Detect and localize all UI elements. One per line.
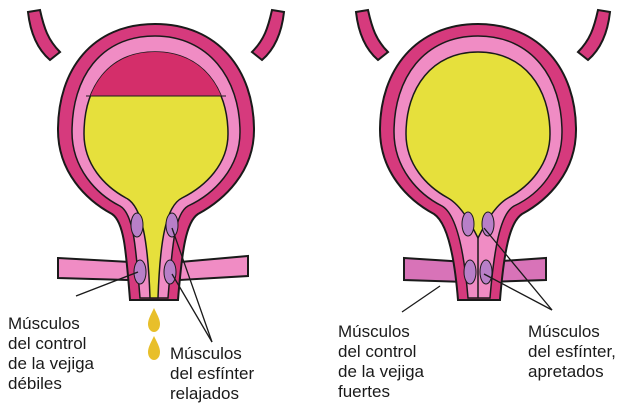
left-sphincter-upper-left bbox=[131, 213, 143, 237]
bladder-weak-icon bbox=[28, 10, 284, 360]
tight-sphincter-label-line-2: del esfínter, bbox=[528, 342, 616, 362]
strong-muscles-label-line-2: del control bbox=[338, 342, 424, 362]
weak-muscles-label-line-1: Músculos bbox=[8, 314, 94, 334]
strong-muscles-label-line-1: Músculos bbox=[338, 322, 424, 342]
relaxed-sphincter-label-line-1: Músculos bbox=[170, 344, 254, 364]
weak-muscles-label-line-4: débiles bbox=[8, 374, 94, 394]
right-strong-leader bbox=[402, 286, 440, 312]
left-pelvic-bar-left bbox=[58, 258, 130, 280]
right-sphincter-upper-left bbox=[462, 212, 474, 236]
relaxed-sphincter-label-line-3: relajados bbox=[170, 384, 254, 404]
strong-muscles-label: Músculos del control de la vejiga fuerte… bbox=[338, 322, 424, 402]
left-sphincter-lower-right bbox=[164, 260, 176, 284]
relaxed-sphincter-label-line-2: del esfínter bbox=[170, 364, 254, 384]
right-ureter-left bbox=[356, 10, 388, 60]
tight-sphincter-label: Músculos del esfínter, apretados bbox=[528, 322, 616, 382]
strong-muscles-label-line-4: fuertes bbox=[338, 382, 424, 402]
right-ureter-right bbox=[578, 10, 610, 60]
tight-sphincter-label-line-1: Músculos bbox=[528, 322, 616, 342]
left-ureter-right bbox=[252, 10, 284, 60]
right-sphincter-lower-right bbox=[480, 260, 492, 284]
weak-muscles-label: Músculos del control de la vejiga débile… bbox=[8, 314, 94, 394]
urine-drop-icon bbox=[148, 308, 160, 332]
weak-muscles-label-line-2: del control bbox=[8, 334, 94, 354]
bladder-strong-icon bbox=[356, 10, 610, 312]
left-pelvic-bar-right bbox=[180, 256, 248, 280]
weak-muscles-label-line-3: de la vejiga bbox=[8, 354, 94, 374]
left-sphincter-lower-left bbox=[134, 260, 146, 284]
tight-sphincter-label-line-3: apretados bbox=[528, 362, 616, 382]
relaxed-sphincter-label: Músculos del esfínter relajados bbox=[170, 344, 254, 404]
left-sphincter-upper-right bbox=[166, 213, 178, 237]
right-sphincter-lower-left bbox=[464, 260, 476, 284]
strong-muscles-label-line-3: de la vejiga bbox=[338, 362, 424, 382]
left-ureter-left bbox=[28, 10, 60, 60]
urine-drop-icon-2 bbox=[148, 336, 160, 360]
